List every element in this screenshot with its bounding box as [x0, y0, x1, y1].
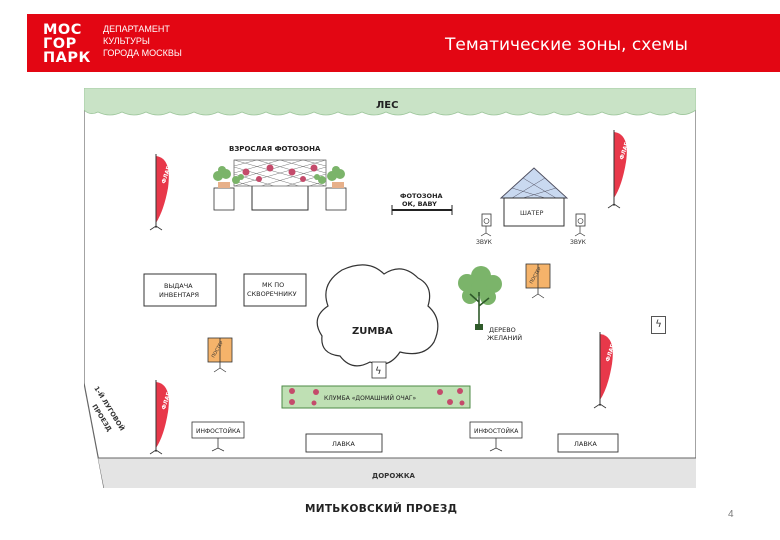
svg-text:ЛАВКА: ЛАВКА — [332, 440, 355, 448]
tent-label: ШАТЕР — [520, 209, 543, 217]
svg-text:ОК, BABY: ОК, BABY — [402, 200, 437, 208]
bench-right: ЛАВКА — [557, 433, 619, 453]
svg-text:ДЕРЕВО: ДЕРЕВО — [489, 326, 516, 334]
zone-map: ЛЕС ВЗРОСЛАЯ ФОТОЗОНА ФОТОЗОНА ОК, BABY — [84, 88, 696, 488]
svg-text:ИНФОСТОЙКА: ИНФОСТОЙКА — [474, 428, 519, 435]
adult-photozone-label: ВЗРОСЛАЯ ФОТОЗОНА — [229, 145, 321, 153]
department-name: ДЕПАРТАМЕНТ КУЛЬТУРЫ ГОРОДА МОСКВЫ — [103, 24, 182, 58]
footpath: ДОРОЖКА — [98, 457, 696, 488]
svg-text:ФЛАГ: ФЛАГ — [605, 343, 616, 362]
road-label: МИТЬКОВСКИЙ ПРОЕЗД — [305, 503, 458, 515]
side-passage-label: 1-Й ЛУГОВОЙ ПРОЕЗД — [90, 384, 127, 433]
svg-text:ФЛАГ: ФЛАГ — [161, 391, 172, 410]
svg-text:ФОТОЗОНА: ФОТОЗОНА — [400, 192, 443, 200]
bench-left: ЛАВКА — [305, 433, 383, 453]
flag-top-right: ФЛАГ — [607, 130, 631, 209]
inventory-booth: ВЫДАЧА ИНВЕНТАРЯ — [143, 273, 217, 307]
info-stand-left: ИНФОСТОЙКА — [191, 421, 245, 452]
flag-top-left: ФЛАГ — [149, 154, 173, 231]
svg-text:ЛАВКА: ЛАВКА — [574, 440, 597, 448]
svg-text:ИНФОСТОЙКА: ИНФОСТОЙКА — [196, 428, 241, 435]
flag-middle-right: ФЛАГ — [593, 332, 617, 409]
svg-text:СКВОРЕЧНИКУ: СКВОРЕЧНИКУ — [247, 290, 297, 298]
svg-text:ВЫДАЧА: ВЫДАЧА — [164, 282, 193, 290]
svg-text:ФЛАГ: ФЛАГ — [619, 141, 630, 160]
adult-photozone — [213, 159, 347, 211]
speaker-right: ЗВУК — [570, 213, 587, 246]
info-stand-right: ИНФОСТОЙКА — [469, 421, 523, 452]
svg-text:МК ПО: МК ПО — [262, 281, 284, 289]
svg-text:ЗВУК: ЗВУК — [570, 239, 587, 246]
birdhouse-workshop: МК ПО СКВОРЕЧНИКУ — [243, 273, 307, 307]
power-icon: ϟ — [651, 316, 666, 334]
flag-bottom-left: ФЛАГ — [149, 380, 173, 455]
svg-text:ФЛАГ: ФЛАГ — [161, 165, 172, 184]
svg-text:ЖЕЛАНИЙ: ЖЕЛАНИЙ — [487, 333, 522, 342]
svg-text:ZUMBA: ZUMBA — [352, 326, 393, 337]
forest-zone — [84, 88, 696, 116]
mosgorpark-logo: МОС ГОР ПАРК — [43, 22, 91, 66]
tent: ШАТЕР — [499, 167, 569, 227]
forest-label: ЛЕС — [376, 100, 398, 111]
svg-text:ЗВУК: ЗВУК — [476, 239, 493, 246]
wish-tree: ДЕРЕВО ЖЕЛАНИЙ — [458, 266, 522, 342]
header-bar: МОС ГОР ПАРК ДЕПАРТАМЕНТ КУЛЬТУРЫ ГОРОДА… — [27, 14, 780, 72]
svg-text:ИНВЕНТАРЯ: ИНВЕНТАРЯ — [159, 291, 199, 299]
flowerbed-home-hearth: КЛУМБА «ДОМАШНИЙ ОЧАГ» — [281, 385, 471, 409]
poster-left: ПОСТЕР — [207, 337, 233, 373]
svg-text:ДОРОЖКА: ДОРОЖКА — [372, 472, 416, 480]
poster-right: ПОСТЕР — [525, 263, 551, 299]
page-number: 4 — [728, 509, 734, 520]
slide-title: Тематические зоны, схемы — [445, 35, 688, 55]
zumba-zone: ZUMBA ϟ — [316, 264, 439, 379]
speaker-left: ЗВУК — [476, 213, 493, 246]
svg-text:ϟ: ϟ — [375, 366, 382, 377]
photozone-baby: ФОТОЗОНА ОК, BABY — [391, 192, 453, 215]
svg-text:КЛУМБА «ДОМАШНИЙ ОЧАГ»: КЛУМБА «ДОМАШНИЙ ОЧАГ» — [324, 395, 417, 402]
